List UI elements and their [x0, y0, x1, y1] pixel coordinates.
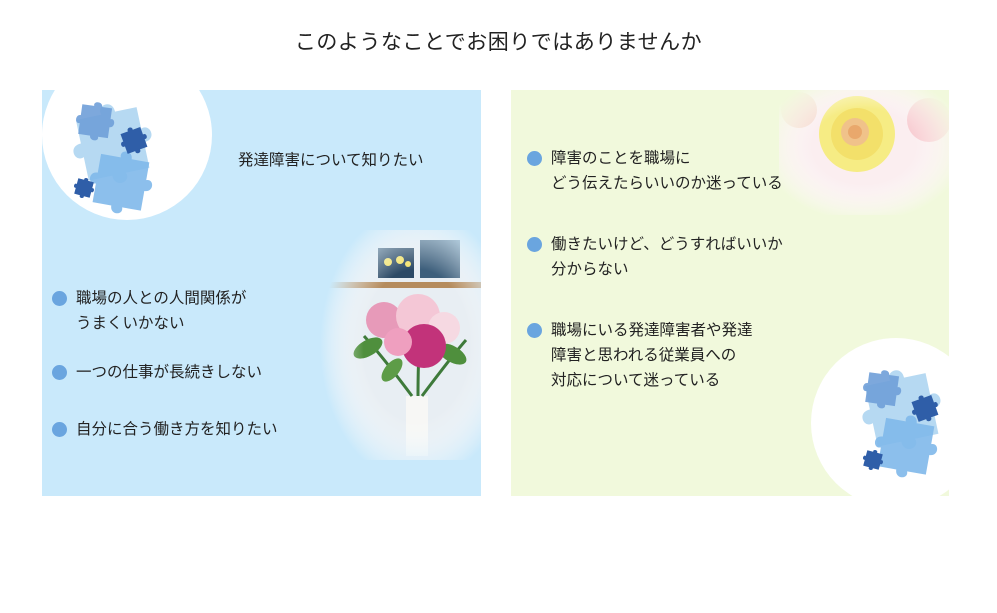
list-item: 職場の人との人間関係が うまくいかない [52, 286, 246, 336]
circle-bullet-icon [527, 151, 542, 166]
list-item-line: 対応について迷っている [551, 371, 721, 389]
list-item-line: 働きたいけど、どうすればいいか [551, 235, 783, 253]
puzzle-pieces-icon [862, 370, 941, 478]
list-item-line: 分からない [551, 260, 629, 278]
circle-bullet-icon [527, 237, 542, 252]
circle-bullet-icon [52, 365, 67, 380]
list-item-line: 自分に合う働き方を知りたい [76, 420, 278, 438]
circle-bullet-icon [52, 422, 67, 437]
list-item: 障害のことを職場に どう伝えたらいいのか迷っている [527, 146, 783, 196]
puzzle-decoration-left [42, 90, 212, 220]
list-item-line: 職場の人との人間関係が [76, 289, 247, 307]
right-panel: 障害のことを職場に どう伝えたらいいのか迷っている 働きたいけど、どうすればいい… [511, 90, 949, 496]
yellow-rose-photo [779, 90, 949, 215]
list-item-line: 一つの仕事が長続きしない [76, 363, 263, 381]
list-item-line: 障害と思われる従業員への [551, 346, 737, 364]
list-item: 働きたいけど、どうすればいいか 分からない [527, 232, 783, 282]
list-item-line: どう伝えたらいいのか迷っている [551, 174, 783, 192]
puzzle-pieces-icon [73, 102, 153, 214]
flower-vase-photo [320, 230, 481, 460]
topic-developmental-disorder: 発達障害について知りたい [238, 151, 424, 169]
left-panel: 発達障害について知りたい 職場の人との人間関係が [42, 90, 481, 496]
circle-bullet-icon [527, 323, 542, 338]
list-item-line: うまくいかない [76, 314, 185, 332]
page-heading: このようなことでお困りではありませんか [294, 30, 703, 54]
puzzle-decoration-right [811, 338, 949, 496]
list-item-line: 障害のことを職場に [551, 149, 691, 167]
list-item: 一つの仕事が長続きしない [52, 360, 262, 385]
circle-bullet-icon [52, 291, 67, 306]
list-item-line: 職場にいる発達障害者や発達 [551, 321, 753, 339]
list-item: 自分に合う働き方を知りたい [52, 417, 278, 442]
list-item: 職場にいる発達障害者や発達 障害と思われる従業員への 対応について迷っている [527, 318, 753, 393]
